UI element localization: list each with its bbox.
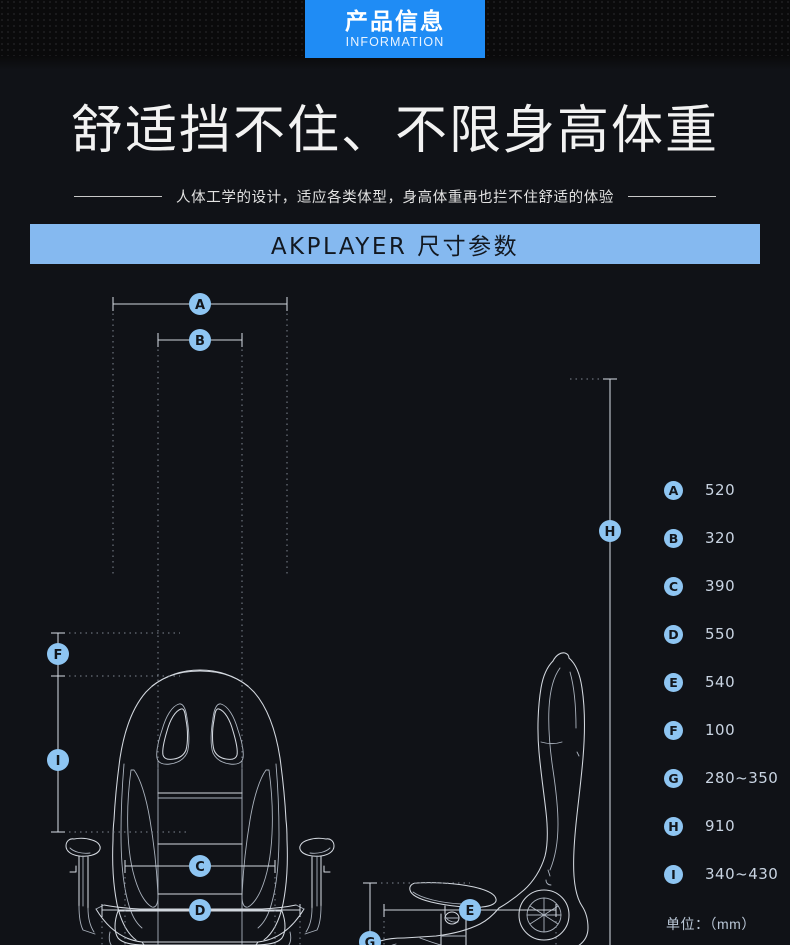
dimension-D: D — [101, 899, 301, 945]
front-view-chair — [65, 669, 335, 945]
dimension-legend: A 520 B 320 C 390 D 550 E 540 F 100 G 28… — [664, 466, 790, 934]
legend-badge-f: F — [664, 720, 683, 740]
svg-text:D: D — [195, 904, 206, 919]
dimension-G: G — [359, 882, 470, 945]
legend-row: G 280~350 — [664, 754, 790, 802]
dimension-E: E — [383, 899, 557, 945]
svg-text:F: F — [54, 648, 63, 663]
banner-title-cn: 产品信息 — [345, 7, 445, 34]
dimension-F: F — [47, 632, 180, 677]
legend-row: B 320 — [664, 514, 790, 562]
dimension-diagram: .ln { fill:none; stroke:#d3d8df; stroke-… — [0, 272, 790, 945]
dimension-B: B — [157, 329, 243, 772]
information-banner: 产品信息 INFORMATION — [305, 0, 485, 58]
dimension-A: A — [112, 293, 288, 574]
legend-value-e: 540 — [705, 673, 736, 691]
legend-row: I 340~430 — [664, 850, 790, 898]
spec-title-bar: AKPLAYER 尺寸参数 — [30, 224, 760, 264]
subtitle-row: 人体工学的设计，适应各类体型，身高体重再也拦不住舒适的体验 — [0, 186, 790, 207]
svg-text:A: A — [195, 298, 205, 313]
texture-fade — [0, 56, 790, 70]
legend-badge-i: I — [664, 864, 683, 884]
banner-title-en: INFORMATION — [345, 34, 445, 49]
legend-badge-e: E — [664, 672, 683, 692]
svg-text:B: B — [195, 334, 205, 349]
legend-value-i: 340~430 — [705, 865, 779, 883]
legend-badge-h: H — [664, 816, 683, 836]
legend-value-d: 550 — [705, 625, 736, 643]
legend-row: F 100 — [664, 706, 790, 754]
spec-title-label: AKPLAYER 尺寸参数 — [270, 234, 520, 260]
legend-badge-a: A — [664, 480, 683, 500]
subtitle-rule-right — [627, 196, 716, 197]
legend-row: D 550 — [664, 610, 790, 658]
dimension-H: H — [570, 378, 621, 945]
unit-note: 单位：（mm） — [666, 916, 756, 932]
svg-text:H: H — [605, 525, 616, 540]
page-subtitle: 人体工学的设计，适应各类体型，身高体重再也拦不住舒适的体验 — [176, 190, 614, 206]
legend-badge-g: G — [664, 768, 683, 788]
dimension-C: C — [124, 855, 276, 945]
legend-value-c: 390 — [705, 577, 736, 595]
legend-row: A 520 — [664, 466, 790, 514]
dimension-I: I — [47, 676, 190, 833]
legend-badge-b: B — [664, 528, 683, 548]
legend-row: C 390 — [664, 562, 790, 610]
page-headline: 舒适挡不住、不限身高体重 — [70, 101, 719, 161]
legend-value-b: 320 — [705, 529, 736, 547]
legend-badge-c: C — [664, 576, 683, 596]
legend-row: E 540 — [664, 658, 790, 706]
side-view-chair — [371, 652, 589, 945]
svg-text:E: E — [466, 904, 475, 919]
legend-value-f: 100 — [705, 721, 736, 739]
subtitle-rule-left — [74, 196, 163, 197]
svg-text:G: G — [365, 936, 376, 945]
legend-row: H 910 — [664, 802, 790, 850]
svg-text:I: I — [56, 754, 61, 769]
legend-value-h: 910 — [705, 817, 736, 835]
legend-value-g: 280~350 — [705, 769, 779, 787]
svg-text:C: C — [195, 860, 205, 875]
legend-value-a: 520 — [705, 481, 736, 499]
legend-badge-d: D — [664, 624, 683, 644]
